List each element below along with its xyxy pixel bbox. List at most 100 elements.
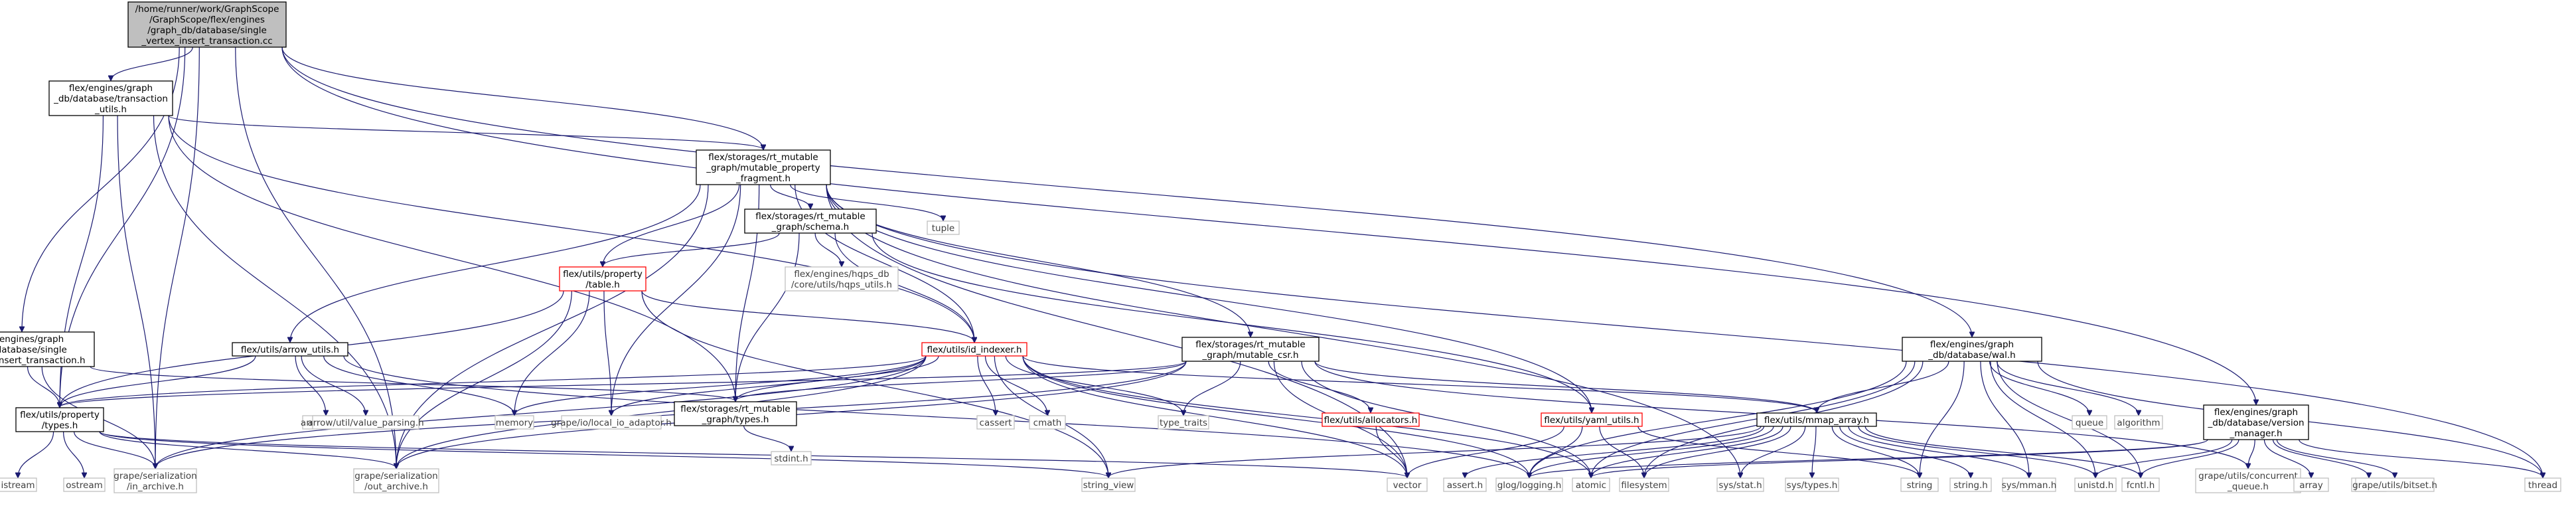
node-vm-label-line-2: _manager.h [2229,428,2282,439]
edge-idx-to-ioadaptor [611,355,927,415]
node-sysstat-box [1716,477,1764,492]
node-memory[interactable]: memory [494,415,534,430]
node-thread[interactable]: thread [2524,477,2561,492]
node-array-box [2293,477,2329,492]
edge-vm-to-concqueue [2248,439,2255,468]
edge-mmap-to-asserth [1465,426,1765,477]
node-valparse[interactable]: arrow/util/value_parsing.h [307,415,424,430]
node-string[interactable]: string [1900,477,1939,492]
node-algorithm[interactable]: algorithm [2114,415,2163,430]
node-mpf[interactable]: flex/storages/rt_mutable_graph/mutable_p… [696,149,831,185]
edge-ptypes-to-vector [99,431,1407,477]
node-stdint-label-line-0: stdint.h [774,454,808,464]
edge-schema-to-yaml [871,232,1592,412]
node-systypes[interactable]: sys/types.h [1785,477,1839,492]
node-ostream[interactable]: ostream [63,477,106,492]
node-grapebitset[interactable]: grape/utils/bitset.h [2352,477,2437,492]
edge-vm-to-array [2263,439,2311,477]
node-vm[interactable]: flex/engines/graph_db/database/version_m… [2203,404,2309,440]
edge-ptable-to-memory [514,290,590,415]
edge-mpf-to-outarchive [396,184,709,468]
node-filesystem[interactable]: filesystem [1619,477,1669,492]
node-thread-label-line-0: thread [2528,480,2557,491]
node-glog[interactable]: glog/logging.h [1495,477,1563,492]
node-unistd[interactable]: unistd.h [2074,477,2117,492]
node-gtypes[interactable]: flex/storages/rt_mutable_graph/types.h [674,401,797,426]
node-ptypes[interactable]: flex/utils/property/types.h [15,407,104,432]
edge-arrowutils-to-memory [323,355,514,415]
node-inarchive[interactable]: grape/serialization/in_archive.h [114,468,197,493]
node-yaml[interactable]: flex/utils/yaml_utils.h [1541,412,1643,427]
edges-layer [18,46,2543,477]
edge-wal-to-atomic [1591,361,1916,477]
node-asserth[interactable]: assert.h [1443,477,1487,492]
node-cmath[interactable]: cmath [1029,415,1066,430]
edge-mmap-to-stringview [1108,426,1762,477]
edge-mpf-to-schema [770,184,810,209]
node-cmath-box [1029,415,1066,430]
node-yaml-label-line-0: flex/utils/yaml_utils.h [1544,415,1639,426]
node-arrowutils[interactable]: flex/utils/arrow_utils.h [232,342,348,357]
node-ptable-box [559,266,646,292]
node-ioadaptor[interactable]: grape/io/local_io_adaptor.h [551,415,672,430]
node-memory-box [494,415,534,430]
node-root[interactable]: /home/runner/work/GraphScope/GraphScope/… [127,1,287,48]
node-sysmman[interactable]: sys/mman.h [2002,477,2057,492]
node-sysstat[interactable]: sys/stat.h [1716,477,1764,492]
node-mmap[interactable]: flex/utils/mmap_array.h [1756,412,1877,427]
node-idx[interactable]: flex/utils/id_indexer.h [921,342,1027,357]
node-hqps[interactable]: flex/engines/hqps_db/core/utils/hqps_uti… [785,266,899,292]
node-mpf-box [696,149,831,185]
node-stringh[interactable]: string.h [1949,477,1992,492]
node-tu[interactable]: flex/engines/graph_db/database/transacti… [48,80,173,116]
node-wal-label-line-1: _db/database/wal.h [1928,350,2016,361]
node-concqueue[interactable]: grape/utils/concurrent_queue.h [2195,468,2301,493]
node-alloc[interactable]: flex/utils/allocators.h [1322,412,1420,427]
node-tu-box [48,80,173,116]
node-cassert[interactable]: cassert [976,415,1015,430]
node-array[interactable]: array [2293,477,2329,492]
node-tu-label-line-1: _db/database/transaction [53,94,168,104]
node-tuple[interactable]: tuple [927,220,960,235]
node-wal[interactable]: flex/engines/graph_db/database/wal.h [1902,337,2042,362]
node-systypes-label-line-0: sys/types.h [1787,480,1838,491]
node-svit[interactable]: flex/engines/graph_db/database/single_ve… [0,331,95,367]
node-ptable[interactable]: flex/utils/property/table.h [559,266,646,292]
edge-alloc-to-vector [1375,426,1407,477]
edge-yaml-to-string [1637,426,1920,477]
node-sysstat-label-line-0: sys/stat.h [1718,480,1762,491]
node-queue[interactable]: queue [2072,415,2107,430]
edge-idx-to-gtypes [735,355,939,401]
node-stdint-box [771,451,812,466]
node-vm-label-line-1: _db/database/version [2207,418,2304,428]
edge-arrowutils-to-glog [343,355,1529,477]
node-schema[interactable]: flex/storages/rt_mutable_graph/schema.h [744,209,877,234]
node-stringh-label-line-0: string.h [1953,480,1988,491]
node-ptypes-label-line-0: flex/utils/property [20,410,100,420]
edge-tu-to-outarchive [153,115,397,468]
node-istream-label-line-0: istream [1,480,35,491]
node-stdint[interactable]: stdint.h [771,451,812,466]
node-idx-box [921,342,1027,357]
edge-schema-to-hqps [814,232,842,266]
edge-schema-to-gtypes [735,232,800,401]
node-fcntl[interactable]: fcntl.h [2121,477,2160,492]
node-atomic[interactable]: atomic [1572,477,1610,492]
edge-csr-to-inarchive [155,361,1187,468]
edge-mpf-to-csr [826,184,1250,337]
edge-ptypes-to-istream [18,431,54,477]
node-istream[interactable]: istream [0,477,37,492]
node-csr[interactable]: flex/storages/rt_mutable_graph/mutable_c… [1181,337,1320,362]
node-mmap-label-line-0: flex/utils/mmap_array.h [1764,415,1869,426]
node-atomic-label-line-0: atomic [1576,480,1606,491]
node-outarchive[interactable]: grape/serialization/out_archive.h [353,468,439,493]
edge-csr-to-alloc [1268,361,1371,412]
node-tu-label-line-2: _utils.h [94,104,127,115]
node-root-label-line-1: /GraphScope/flex/engines [149,15,265,25]
node-typetraits[interactable]: type_traits [1158,415,1209,430]
node-gtypes-label-line-0: flex/storages/rt_mutable [680,404,790,414]
node-stringview[interactable]: string_view [1081,477,1136,492]
node-yaml-box [1541,412,1643,427]
node-vector[interactable]: vector [1387,477,1428,492]
